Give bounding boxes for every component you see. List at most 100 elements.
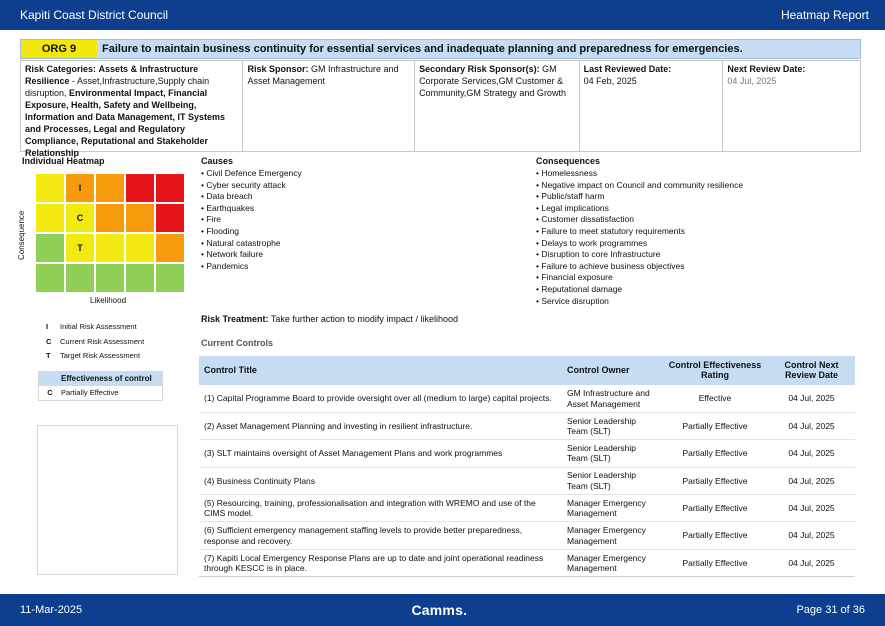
effectiveness-row: C Partially Effective: [39, 386, 162, 400]
consequences-item: Customer dissatisfaction: [536, 214, 743, 226]
heatmap-cell: [95, 263, 125, 293]
risk-id-badge: ORG 9: [21, 40, 97, 58]
col-header-next-review: Control Next Review Date: [768, 356, 855, 386]
legend-label: Target Risk Assessment: [60, 351, 141, 360]
risk-treatment: Risk Treatment: Take further action to m…: [201, 314, 458, 324]
risk-meta-table: Risk Categories: Assets & Infrastructure…: [20, 60, 861, 158]
control-title-cell: (7) Kapiti Local Emergency Response Plan…: [199, 549, 562, 578]
risk-categories-label: Risk Categories:: [25, 64, 97, 74]
consequences-item: Reputational damage: [536, 284, 743, 296]
heatmap-title: Individual Heatmap: [22, 156, 105, 166]
col-header-effectiveness: Control Effectiveness Rating: [662, 356, 768, 386]
table-row: (5) Resourcing, training, professionalis…: [199, 494, 855, 523]
control-effectiveness-cell: Effective: [662, 385, 768, 413]
risk-categories-other: Environmental Impact, Financial Exposure…: [25, 88, 226, 158]
heatmap-cell: [155, 233, 185, 263]
control-effectiveness-cell: Partially Effective: [662, 439, 768, 468]
risk-treatment-text: Take further action to modify impact / l…: [270, 314, 458, 324]
heatmap-cell: T: [65, 233, 95, 263]
control-title-cell: (3) SLT maintains oversight of Asset Man…: [199, 439, 562, 468]
heatmap-cell: [35, 263, 65, 293]
heatmap-cell: [65, 263, 95, 293]
next-review-label: Next Review Date:: [727, 64, 806, 74]
risk-sponsor-value: GM Infrastructure and Asset Management: [247, 64, 399, 86]
causes-title: Causes: [201, 156, 234, 166]
causes-item: Pandemics: [201, 261, 302, 273]
legend-label: Current Risk Assessment: [60, 337, 145, 346]
control-next-review-cell: 04 Jul, 2025: [768, 494, 855, 523]
heatmap-cell: C: [65, 203, 95, 233]
consequences-item: Failure to meet statutory requirements: [536, 226, 743, 238]
current-controls-title: Current Controls: [201, 338, 273, 348]
control-next-review-cell: 04 Jul, 2025: [768, 385, 855, 413]
consequences-title: Consequences: [536, 156, 601, 166]
heatmap-cell: [35, 233, 65, 263]
consequences-item: Disruption to core Infrastructure: [536, 249, 743, 261]
report-header-bar: Kapiti Coast District Council Heatmap Re…: [0, 0, 885, 30]
control-owner-cell: Senior Leadership Team (SLT): [562, 467, 662, 496]
causes-item: Earthquakes: [201, 203, 302, 215]
risk-title-row: ORG 9 Failure to maintain business conti…: [20, 39, 861, 59]
control-title-cell: (1) Capital Programme Board to provide o…: [199, 385, 562, 413]
org-name: Kapiti Coast District Council: [20, 8, 169, 22]
heatmap-cell: [125, 203, 155, 233]
heatmap-cell: [95, 173, 125, 203]
control-owner-cell: Manager Emergency Management: [562, 549, 662, 578]
control-title-cell: (5) Resourcing, training, professionalis…: [199, 494, 562, 523]
legend-label: Initial Risk Assessment: [60, 322, 137, 331]
table-row: (7) Kapiti Local Emergency Response Plan…: [199, 549, 855, 578]
legend-key: T: [46, 351, 51, 360]
table-row: (3) SLT maintains oversight of Asset Man…: [199, 439, 855, 468]
legend-key: C: [46, 337, 52, 346]
heatmap-cell: [95, 233, 125, 263]
causes-item: Civil Defence Emergency: [201, 168, 301, 180]
effectiveness-key: C: [47, 388, 53, 397]
control-effectiveness-cell: Partially Effective: [662, 494, 768, 523]
heatmap-cell: I: [65, 173, 95, 203]
col-header-control-owner: Control Owner: [562, 356, 662, 386]
causes-list: Civil Defence EmergencyCyber security at…: [201, 168, 302, 273]
heatmap-cell: [125, 173, 155, 203]
control-next-review-cell: 04 Jul, 2025: [768, 439, 855, 468]
heatmap-cell: [95, 203, 125, 233]
controls-table: Control Title Control Owner Control Effe…: [199, 356, 855, 578]
control-effectiveness-cell: Partially Effective: [662, 549, 768, 578]
heatmap-cell: [35, 173, 65, 203]
heatmap-cell: [155, 263, 185, 293]
report-name: Heatmap Report: [780, 8, 869, 22]
risk-treatment-label: Risk Treatment:: [201, 314, 269, 324]
col-header-control-title: Control Title: [199, 356, 562, 386]
last-reviewed-value: 04 Feb, 2025: [583, 76, 637, 86]
consequences-item: Financial exposure: [536, 272, 743, 284]
footer-date: 11-Mar-2025: [20, 604, 83, 616]
legend-target: T Target Risk Assessment: [46, 351, 140, 360]
blank-panel: [37, 425, 178, 575]
risk-category-primary-detail: - Asset,Infrastructure,Supply chain disr…: [25, 76, 210, 98]
table-row: (6) Sufficient emergency management staf…: [199, 521, 855, 550]
causes-item: Data breach: [201, 191, 302, 203]
secondary-sponsor-cell: Secondary Risk Sponsor(s): GM Corporate …: [415, 61, 580, 151]
control-effectiveness-cell: Partially Effective: [662, 412, 768, 441]
control-owner-cell: Manager Emergency Management: [562, 494, 662, 523]
causes-item: Network failure: [201, 249, 302, 261]
risk-title: Failure to maintain business continuity …: [102, 43, 743, 55]
consequences-item: Service disruption: [536, 296, 743, 308]
consequences-item: Legal implications: [536, 203, 743, 215]
risk-categories-cell: Risk Categories: Assets & Infrastructure…: [21, 61, 244, 158]
secondary-sponsor-value: GM Corporate Services,GM Customer & Comm…: [419, 64, 566, 98]
effectiveness-title: Effectiveness of control: [39, 372, 162, 386]
heatmap-cell: [125, 263, 155, 293]
control-next-review-cell: 04 Jul, 2025: [768, 467, 855, 496]
risk-sponsor-cell: Risk Sponsor: GM Infrastructure and Asse…: [243, 61, 416, 151]
heatmap-cell: [125, 233, 155, 263]
control-owner-cell: Senior Leadership Team (SLT): [562, 439, 662, 468]
heatmap-cell: [155, 173, 185, 203]
effectiveness-value: Partially Effective: [61, 388, 119, 397]
report-footer-bar: 11-Mar-2025 Camms. Page 31 of 36: [0, 594, 885, 626]
secondary-sponsor-label: Secondary Risk Sponsor(s):: [419, 64, 540, 74]
control-next-review-cell: 04 Jul, 2025: [768, 549, 855, 578]
next-review-cell: Next Review Date: 04 Jul, 2025: [723, 61, 860, 151]
control-effectiveness-cell: Partially Effective: [662, 467, 768, 496]
causes-item: Natural catastrophe: [201, 238, 302, 250]
